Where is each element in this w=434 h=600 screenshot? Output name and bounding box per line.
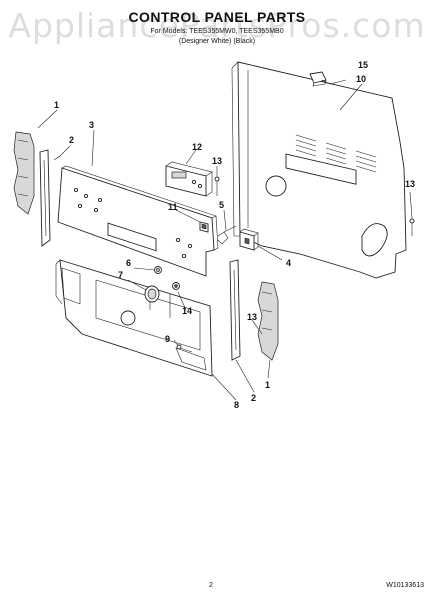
callout-12: 12 [192,142,202,152]
leader-lines [37,79,413,401]
callout-10: 10 [356,74,366,84]
switch-part-11 [199,221,209,233]
bracket-part-2-right [229,259,241,361]
grommet-part-6 [154,266,162,274]
clock-module-part-12 [165,161,213,197]
color-variants: (Designer White) (Black) [178,38,256,45]
callout-4: 4 [286,258,291,268]
end-cap-part-1-left [13,131,35,215]
callout-13-top: 13 [212,156,222,166]
callout-3: 3 [89,120,94,130]
screw-part-13-right [409,218,415,236]
callout-1: 1 [54,100,59,110]
callout-13-lower: 13 [247,312,257,322]
control-panel-part-3 [57,165,219,277]
end-cap-part-1-right [257,281,279,361]
callout-11: 11 [168,202,178,212]
callout-labels: 1 2 3 4 5 6 7 8 9 10 11 12 13 13 13 14 1… [54,60,415,410]
bracket-part-2-left [39,149,51,247]
page-number: 2 [209,582,213,589]
screw-part-13-top [214,176,220,196]
model-numbers: For Models: TEES355MW0, TEES355MB0 [150,28,284,35]
callout-2-right: 2 [251,393,256,403]
callout-1-right: 1 [265,380,270,390]
callout-8: 8 [234,400,239,410]
terminal-block-part-4 [239,228,259,251]
callout-13-right: 13 [405,179,415,189]
bushing-part-14 [172,282,180,290]
callout-15: 15 [358,60,368,70]
callout-5: 5 [219,200,224,210]
rear-panel-part-10 [231,61,407,279]
page-title: CONTROL PANEL PARTS [128,9,306,25]
knob-part-7 [144,285,160,303]
document-number: W10133613 [386,582,424,589]
wire-clip-part-5 [217,225,237,245]
lower-panel-part-8 [55,259,213,377]
callout-7: 7 [118,270,123,280]
callout-2: 2 [69,135,74,145]
callout-9: 9 [165,334,170,344]
callout-6: 6 [126,258,131,268]
callout-14: 14 [182,306,192,316]
